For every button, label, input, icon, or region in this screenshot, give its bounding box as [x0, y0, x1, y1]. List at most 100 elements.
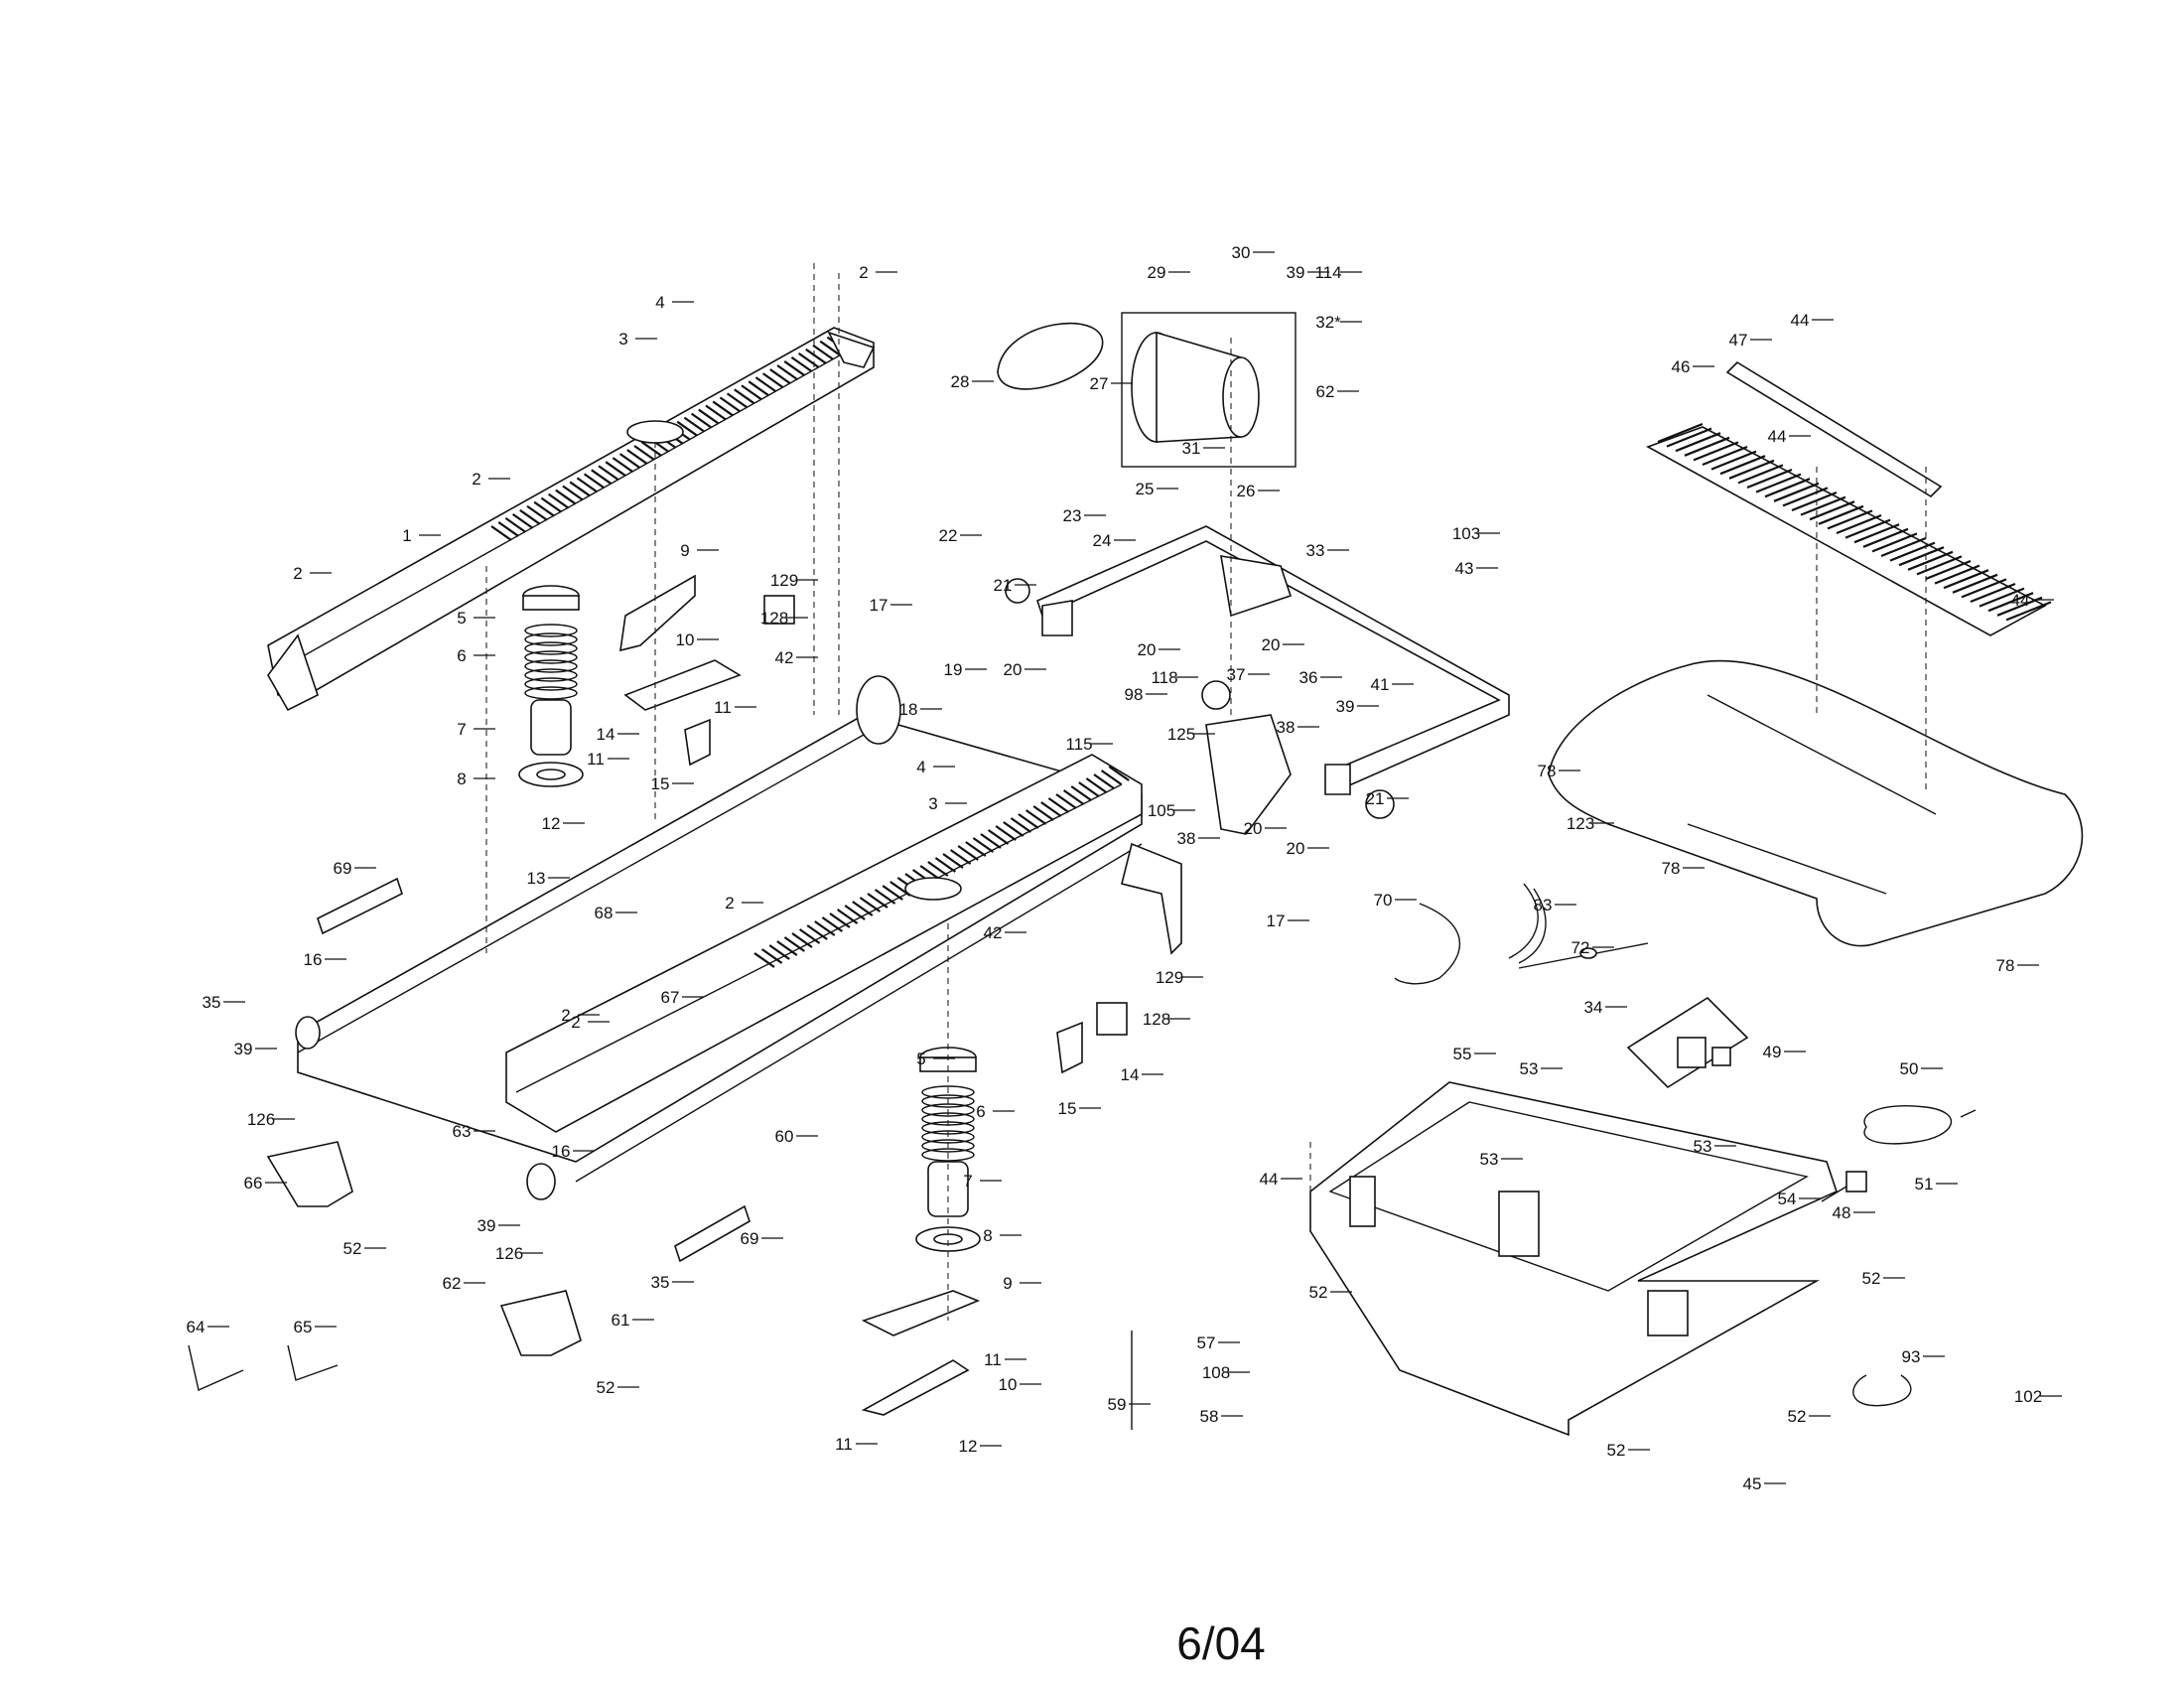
callout-label: 20: [1138, 640, 1157, 659]
callout-label: 18: [899, 700, 918, 719]
callout-label: 126: [247, 1110, 275, 1129]
callout-label: 52: [1607, 1441, 1626, 1460]
motor-assembly: [997, 312, 1297, 468]
callout-label: 69: [741, 1229, 759, 1248]
callout-label: 27: [1090, 374, 1109, 393]
callout-label: 52: [343, 1239, 362, 1258]
callout-label: 31: [1182, 439, 1201, 458]
callout-label: 129: [770, 571, 798, 590]
callout-label: 52: [1309, 1283, 1328, 1302]
callout-label: 3: [618, 330, 627, 349]
callout-label: 5: [916, 1050, 925, 1068]
callout-labels: 2222223344155667788991010111111111212131…: [187, 243, 2062, 1493]
callout-label: 12: [959, 1437, 978, 1456]
callout-label: 39: [1287, 263, 1305, 282]
callout-label: 64: [187, 1318, 205, 1336]
callout-label: 2: [561, 1006, 570, 1025]
callout-label: 39: [1336, 697, 1355, 716]
base-pan: [1309, 1081, 1838, 1437]
callout-label: 44: [1260, 1170, 1279, 1189]
callout-label: 7: [457, 720, 466, 739]
callout-label: 39: [234, 1040, 253, 1058]
callout-label: 7: [963, 1172, 972, 1191]
callout-label: 78: [1538, 762, 1557, 780]
callout-label: 93: [1902, 1347, 1921, 1366]
callout-label: 5: [457, 609, 466, 628]
callout-label: 53: [1694, 1137, 1712, 1156]
callout-label: 47: [1729, 331, 1748, 350]
callout-label: 33: [1306, 541, 1325, 560]
callout-label: 16: [304, 950, 323, 969]
callout-label: 58: [1200, 1407, 1219, 1426]
decals: [317, 877, 751, 1263]
callout-label: 78: [1996, 956, 2015, 975]
callout-label: 49: [1763, 1043, 1782, 1061]
callout-label: 128: [1143, 1010, 1170, 1029]
callout-label: 52: [597, 1378, 615, 1397]
callout-label: 34: [1584, 998, 1603, 1017]
callout-label: 52: [1788, 1407, 1807, 1426]
callout-label: 68: [595, 904, 614, 922]
callout-label: 25: [1136, 480, 1155, 498]
callout-label: 28: [951, 372, 970, 391]
callout-label: 39: [478, 1216, 496, 1235]
callout-label: 62: [443, 1274, 462, 1293]
callout-label: 55: [1453, 1045, 1472, 1063]
callout-label: 12: [542, 814, 561, 833]
callout-label: 24: [1093, 531, 1112, 550]
callout-label: 43: [1455, 559, 1474, 578]
callout-label: 108: [1202, 1363, 1230, 1382]
callout-label: 98: [1125, 685, 1144, 704]
wire-harnesses: [1394, 883, 1912, 1407]
rear-feet: [266, 1141, 582, 1356]
callout-label: 65: [294, 1318, 313, 1336]
callout-label: 83: [1534, 896, 1553, 914]
callout-label: 23: [1063, 506, 1082, 525]
callout-label: 52: [1862, 1269, 1881, 1288]
callout-label: 44: [2011, 591, 2030, 610]
callout-label: 11: [984, 1350, 1002, 1369]
callout-label: 125: [1167, 725, 1195, 744]
levelers: [188, 1331, 1133, 1430]
callout-label: 6: [457, 646, 466, 665]
callout-label: 126: [495, 1244, 523, 1263]
callout-label: 20: [1004, 660, 1023, 679]
callout-label: 2: [859, 263, 868, 282]
callout-label: 42: [775, 648, 794, 667]
incline-motor: [1201, 680, 1292, 835]
callout-label: 103: [1452, 524, 1480, 543]
callout-label: 1: [402, 526, 411, 545]
callout-label: 4: [655, 293, 664, 312]
callout-label: 46: [1672, 357, 1691, 376]
rollers: [295, 675, 901, 1200]
callout-label: 14: [1121, 1065, 1140, 1084]
cushion-stack-upper: [518, 585, 584, 787]
callout-label: 21: [1366, 789, 1385, 808]
callout-label: 35: [651, 1273, 670, 1292]
upper-side-rail: [267, 327, 876, 712]
callout-label: 42: [984, 923, 1003, 942]
callout-label: 128: [760, 609, 788, 628]
callout-label: 53: [1480, 1150, 1499, 1169]
callout-label: 38: [1177, 829, 1196, 848]
callout-label: 69: [334, 859, 352, 878]
callout-label: 35: [203, 993, 221, 1012]
callout-label: 45: [1743, 1474, 1762, 1493]
callout-label: 10: [999, 1375, 1018, 1394]
callout-label: 29: [1148, 263, 1166, 282]
callout-label: 41: [1371, 675, 1390, 694]
callout-label: 21: [994, 576, 1013, 595]
callout-label: 57: [1197, 1333, 1216, 1352]
callout-label: 3: [928, 794, 937, 813]
callout-label: 61: [612, 1311, 630, 1330]
callout-label: 70: [1374, 891, 1393, 910]
callout-label: 66: [244, 1174, 263, 1193]
callout-label: 50: [1900, 1059, 1919, 1078]
callout-label: 14: [597, 725, 615, 744]
callout-label: 2: [472, 470, 480, 489]
callout-label: 123: [1567, 814, 1594, 833]
callout-label: 72: [1571, 938, 1590, 957]
motor-frame: [1005, 525, 1510, 819]
callout-label: 6: [976, 1102, 985, 1121]
